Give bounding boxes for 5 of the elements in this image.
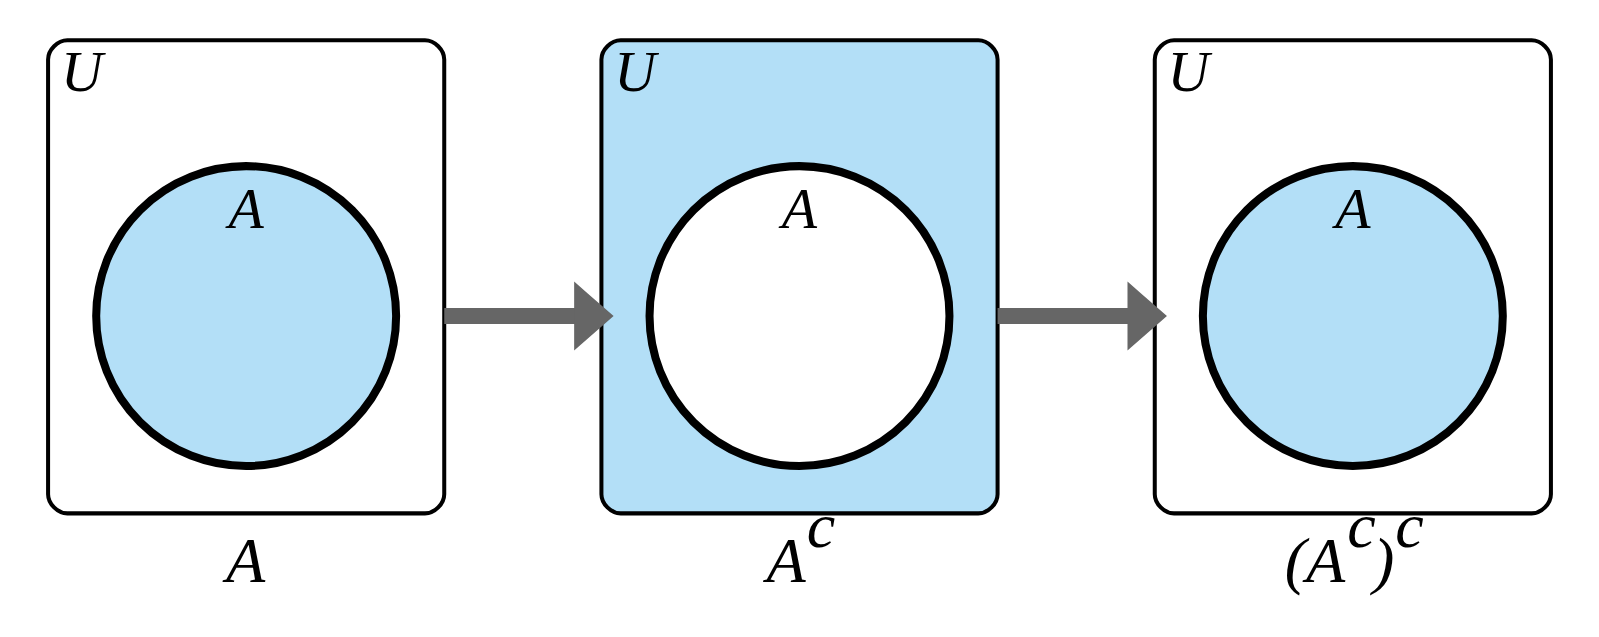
- arrow: [997, 281, 1167, 351]
- arrow: [444, 281, 614, 351]
- node-circle: A: [1198, 162, 1507, 471]
- node-circle: A: [645, 162, 954, 471]
- node-circle: A: [92, 162, 401, 471]
